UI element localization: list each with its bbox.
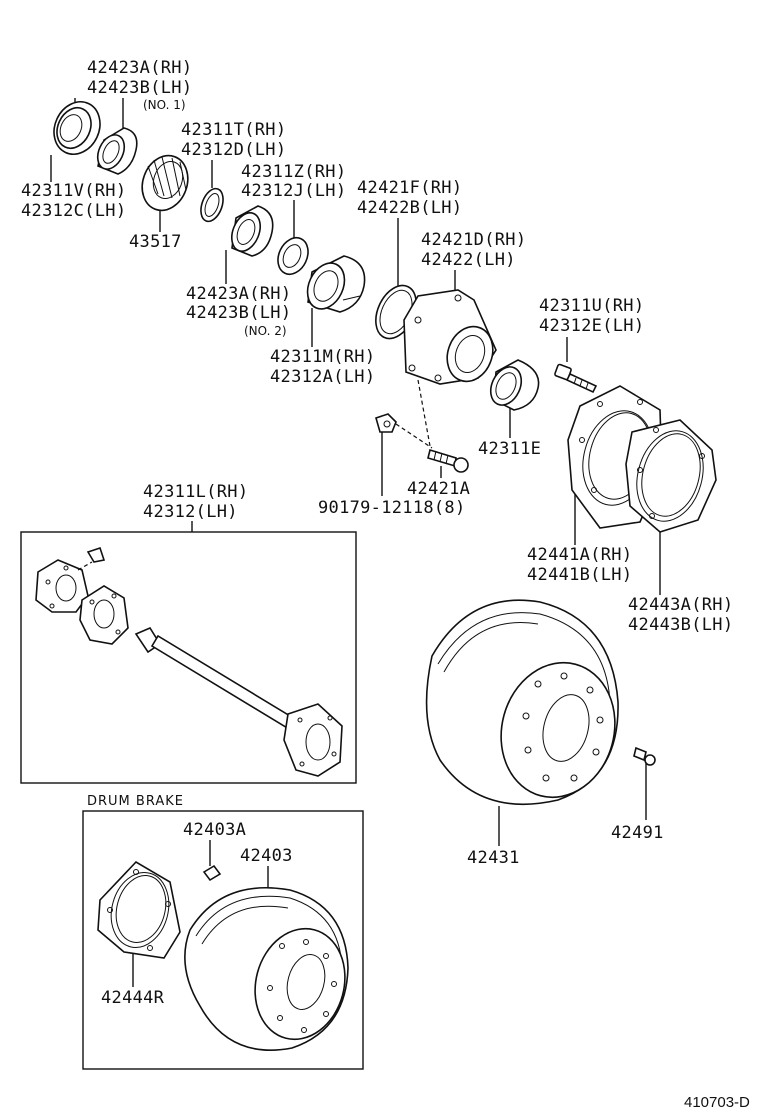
label-42403: 42403 bbox=[240, 846, 293, 866]
label-42312e-lh: 42312E(LH) bbox=[539, 316, 644, 336]
nut-90179 bbox=[375, 413, 397, 433]
label-42441b-lh: 42441B(LH) bbox=[527, 565, 632, 585]
drum-brake-caption: DRUM BRAKE bbox=[87, 794, 184, 809]
label-42422-lh: 42422(LH) bbox=[421, 250, 516, 270]
label-42431: 42431 bbox=[467, 848, 520, 868]
pin-42403a bbox=[202, 864, 222, 882]
label-42311l-rh: 42311L(RH) bbox=[143, 482, 248, 502]
label-42423b-lh-no2: 42423B(LH) bbox=[186, 303, 291, 323]
gasket-42444r bbox=[97, 860, 181, 959]
label-no1: (NO. 1) bbox=[143, 98, 186, 112]
oil-seal-42311e bbox=[489, 359, 540, 411]
roller-bearing-43517 bbox=[141, 154, 189, 212]
label-43517: 43517 bbox=[129, 232, 182, 252]
bearing-42311m bbox=[306, 255, 366, 313]
label-42311u-rh: 42311U(RH) bbox=[539, 296, 644, 316]
bearing-race-42423a-no2 bbox=[231, 205, 274, 257]
label-42312d-lh: 42312D(LH) bbox=[181, 140, 286, 160]
label-42421d-rh: 42421D(RH) bbox=[421, 230, 526, 250]
label-42311t-rh: 42311T(RH) bbox=[181, 120, 286, 140]
label-42311z-rh: 42311Z(RH) bbox=[241, 162, 346, 182]
label-42443a-rh: 42443A(RH) bbox=[628, 595, 733, 615]
label-42312a-lh: 42312A(LH) bbox=[270, 367, 375, 387]
label-42441a-rh: 42441A(RH) bbox=[527, 545, 632, 565]
label-42312c-lh: 42312C(LH) bbox=[21, 201, 126, 221]
drum-brake-box bbox=[82, 810, 364, 1070]
fit-line-nut bbox=[395, 423, 433, 449]
label-42423b-lh: 42423B(LH) bbox=[87, 78, 192, 98]
label-42421a: 42421A bbox=[407, 479, 470, 499]
stud-42421a bbox=[427, 448, 469, 473]
hub-bolt-42311u bbox=[554, 363, 598, 394]
label-42311v-rh: 42311V(RH) bbox=[21, 181, 126, 201]
snap-ring-42311t bbox=[200, 187, 224, 223]
fit-line-stud bbox=[417, 379, 431, 447]
label-42423a-rh: 42423A(RH) bbox=[87, 58, 192, 78]
bearing-race-42423a-no1 bbox=[96, 127, 138, 175]
spacer-42311z bbox=[277, 236, 309, 276]
label-42422b-lh: 42422B(LH) bbox=[357, 198, 462, 218]
label-42491: 42491 bbox=[611, 823, 664, 843]
hub-carrier-42421d bbox=[403, 289, 497, 385]
label-42423a-rh-no2: 42423A(RH) bbox=[186, 284, 291, 304]
brake-drum-42403 bbox=[184, 886, 349, 1051]
label-42312-lh: 42312(LH) bbox=[143, 502, 238, 522]
reference-code: 410703-D bbox=[684, 1094, 750, 1111]
label-42403a: 42403A bbox=[183, 820, 246, 840]
label-42311e: 42311E bbox=[478, 439, 541, 459]
label-42312j-lh: 42312J(LH) bbox=[241, 181, 346, 201]
label-42443b-lh: 42443B(LH) bbox=[628, 615, 733, 635]
oil-seal-42311v bbox=[53, 101, 101, 155]
axle-shaft-42311l bbox=[35, 546, 343, 777]
label-42444r: 42444R bbox=[101, 988, 165, 1008]
axle-shaft-box bbox=[20, 531, 357, 784]
label-no2: (NO. 2) bbox=[244, 324, 287, 338]
screw-42491 bbox=[633, 746, 656, 766]
label-42421f-rh: 42421F(RH) bbox=[357, 178, 462, 198]
disc-rotor-42431 bbox=[425, 599, 619, 806]
gasket-42443a bbox=[625, 419, 717, 533]
label-42311m-rh: 42311M(RH) bbox=[270, 347, 375, 367]
label-90179-12118: 90179-12118(8) bbox=[318, 498, 466, 518]
